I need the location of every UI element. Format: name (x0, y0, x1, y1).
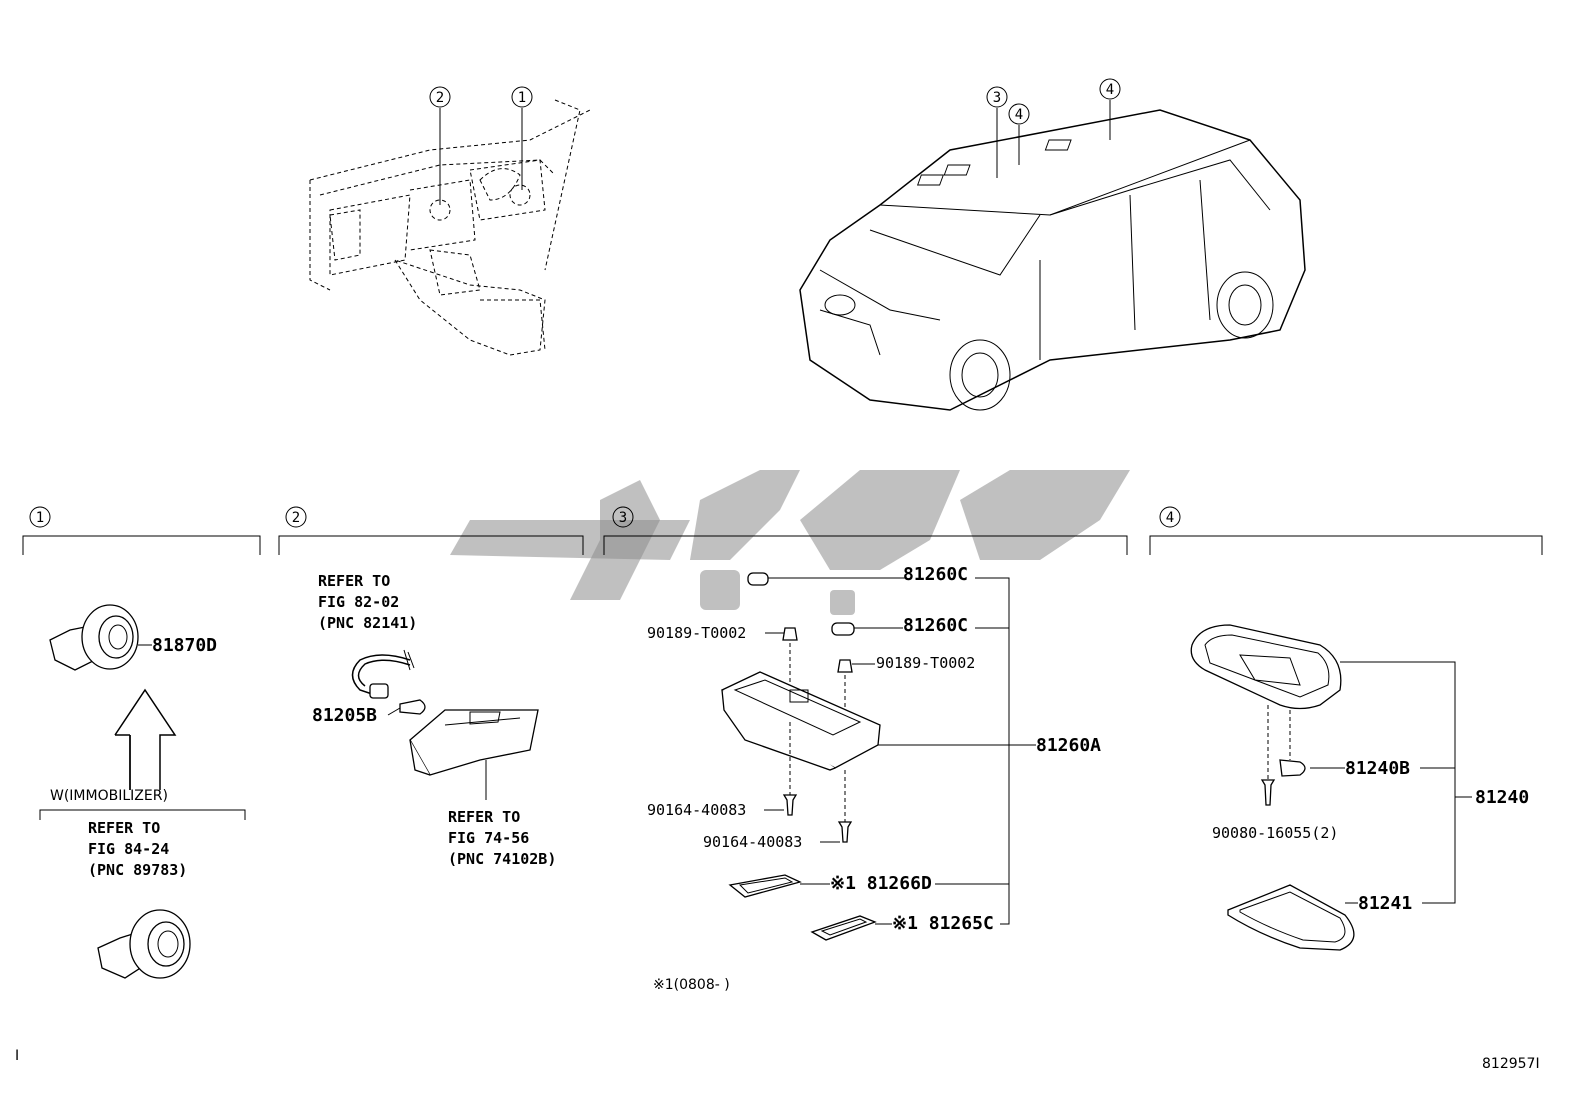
part-81265C: ※1 81265C (892, 913, 994, 934)
map-lamp-housing (720, 671, 1036, 771)
svg-text:3: 3 (619, 510, 627, 526)
svg-text:2: 2 (436, 90, 444, 106)
part-90189-right: 90189-T0002 (876, 654, 975, 672)
condition-bracket (39, 809, 246, 820)
part-81260C-2: 81260C (903, 615, 968, 636)
dash-marker-2: 2 (429, 86, 451, 108)
lens-81241 (1227, 884, 1358, 951)
svg-text:4: 4 (1015, 107, 1023, 123)
part-81260A: 81260A (1036, 735, 1101, 756)
svg-text:3: 3 (993, 90, 1001, 106)
refer-74-line-2: FIG 74-56 (448, 829, 529, 847)
part-90080: 90080-16055(2) (1212, 824, 1338, 842)
dash-marker-1: 1 (511, 86, 533, 108)
footer-left-mark: I (15, 1048, 19, 1064)
refer-line-1: REFER TO (88, 819, 160, 837)
screw-1 (764, 722, 798, 816)
refer-82-line-2: FIG 82-02 (318, 593, 399, 611)
section-3-header: 3 (603, 506, 1128, 555)
car-marker-4a: 4 (1008, 103, 1030, 125)
part-90164-1: 90164-40083 (647, 801, 746, 819)
figure-id: 812957I (1482, 1056, 1540, 1072)
footnote-date: ※1(0808- ) (653, 977, 730, 993)
section4-bracket-lines (1340, 661, 1472, 904)
svg-text:1: 1 (518, 90, 526, 106)
part-81870D: 81870D (152, 635, 217, 656)
svg-text:1: 1 (36, 510, 44, 526)
dashboard-illustration (309, 99, 591, 356)
condition-immobilizer: W(IMMOBILIZER) (50, 788, 168, 804)
clip-left (765, 627, 798, 688)
part-90189-left: 90189-T0002 (647, 624, 746, 642)
lens-81266D (728, 874, 830, 898)
refer-line-3: (PNC 89783) (88, 861, 187, 879)
refer-74-line-3: (PNC 74102B) (448, 850, 556, 868)
bulb-81260C-1 (747, 572, 905, 586)
part-81241: 81241 (1358, 893, 1412, 914)
section3-bracket-lines (935, 577, 1010, 925)
socket-wire (351, 649, 415, 699)
glovebox-lamp (409, 709, 539, 800)
part-90164-2: 90164-40083 (703, 833, 802, 851)
clip-right (837, 659, 875, 712)
section-4-header: 4 (1149, 506, 1543, 555)
screw-2 (820, 770, 853, 843)
part-81240: 81240 (1475, 787, 1529, 808)
lens-81265C (810, 915, 892, 941)
screw-90080 (1260, 705, 1276, 806)
part-81260C-1: 81260C (903, 564, 968, 585)
bulb-81240B (1279, 710, 1345, 777)
watermark-logo (450, 470, 1130, 615)
section-2-header: 2 (278, 506, 584, 555)
part-81240B: 81240B (1345, 758, 1410, 779)
bulb-81260C-2 (831, 622, 903, 636)
section-1-header: 1 (22, 506, 261, 555)
immobilizer-coil-top (49, 604, 152, 671)
refer-74-line-1: REFER TO (448, 808, 520, 826)
part-81205B: 81205B (312, 705, 377, 726)
part-81266D: ※1 81266D (830, 873, 932, 894)
immobilizer-coil-bottom (97, 909, 191, 979)
vehicle-illustration (799, 100, 1306, 411)
room-lamp-housing (1190, 624, 1455, 710)
bulb-81205B (387, 699, 426, 716)
car-marker-4b: 4 (1099, 78, 1121, 100)
svg-text:4: 4 (1106, 82, 1114, 98)
svg-text:2: 2 (292, 510, 300, 526)
refer-line-2: FIG 84-24 (88, 840, 169, 858)
refer-82-line-3: (PNC 82141) (318, 614, 417, 632)
svg-text:4: 4 (1166, 510, 1174, 526)
upgrade-arrow (114, 688, 177, 790)
car-marker-3: 3 (986, 86, 1008, 108)
refer-82-line-1: REFER TO (318, 572, 390, 590)
